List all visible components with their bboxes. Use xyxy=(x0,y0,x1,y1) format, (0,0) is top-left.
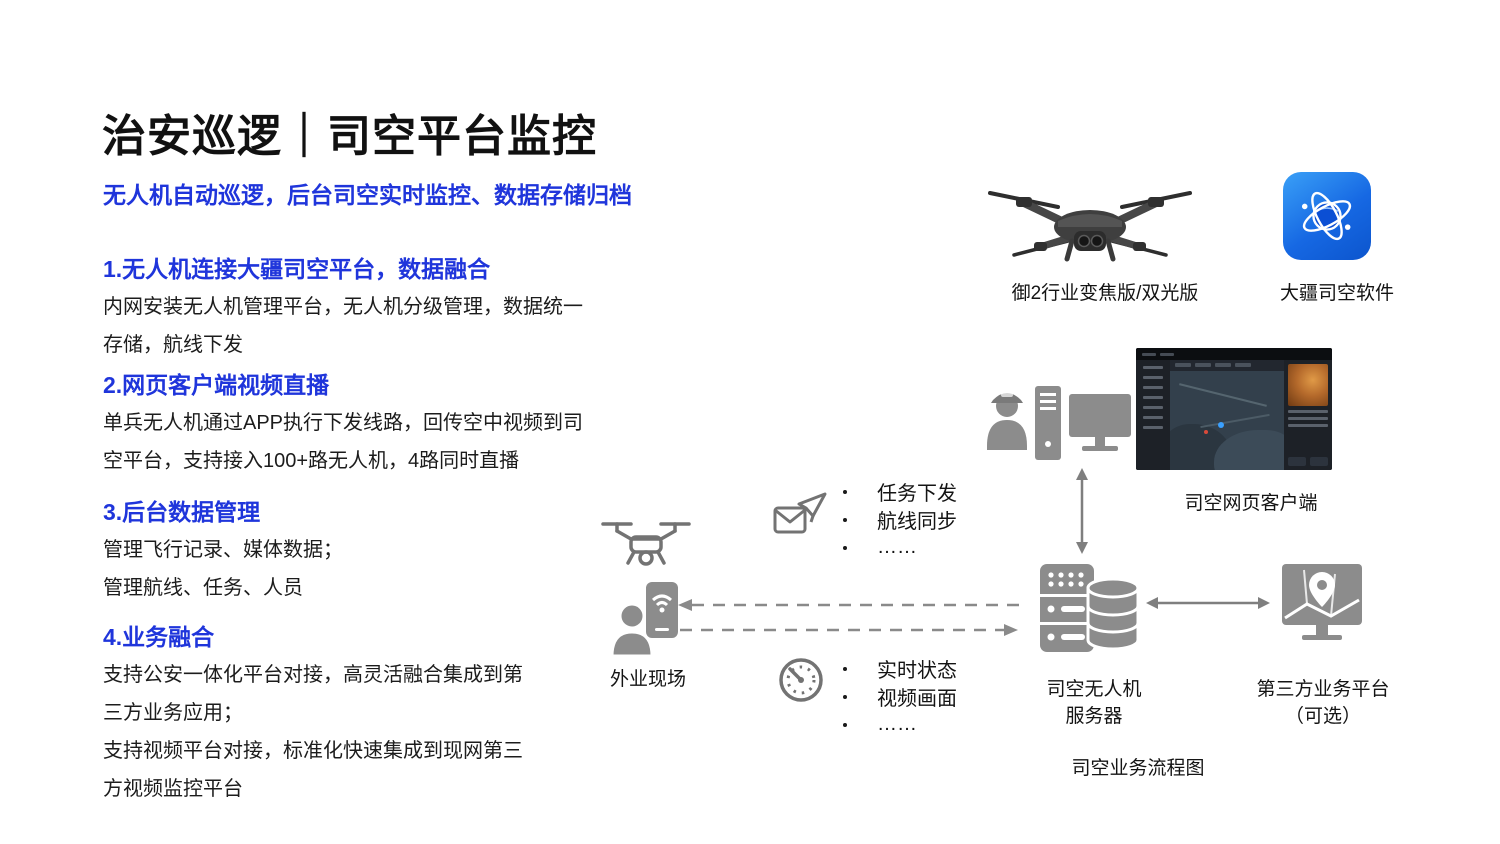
page-subtitle: 无人机自动巡逻，后台司空实时监控、数据存储归档 xyxy=(103,182,632,208)
arrow-downlink-dashed xyxy=(678,598,1030,617)
bullet-dot xyxy=(843,722,847,727)
list-item: …… xyxy=(843,713,957,735)
app-label: 大疆司空软件 xyxy=(1279,283,1394,304)
list-item: 航线同步 xyxy=(843,509,957,533)
gauge-icon xyxy=(777,656,825,704)
bullet-dot xyxy=(843,489,847,494)
flighthub-screenshot xyxy=(1136,348,1332,470)
section-3-heading: 3.后台数据管理 xyxy=(103,499,261,525)
paper-plane-icon xyxy=(773,490,827,540)
page-title: 治安巡逻｜司空平台监控 xyxy=(102,112,597,161)
bullet-dot xyxy=(843,517,847,522)
flighthub-app-icon xyxy=(1283,172,1371,260)
bullet-dot xyxy=(843,545,847,550)
arrow-server-thirdparty xyxy=(1146,594,1270,617)
screenshot-map xyxy=(1170,360,1284,470)
downlink-list: 实时状态 视频画面 …… xyxy=(843,658,957,735)
section-4-body: 支持公安一体化平台对接，高灵活融合集成到第 三方业务应用； 支持视频平台对接，标… xyxy=(103,664,523,800)
downlink-item-1: 实时状态 xyxy=(877,660,957,682)
arrow-uplink-dashed xyxy=(678,623,1018,642)
screenshot-camera-feed xyxy=(1288,364,1328,406)
section-4-heading: 4.业务融合 xyxy=(103,624,215,650)
downlink-item-2: 视频画面 xyxy=(877,688,957,710)
section-2-heading: 2.网页客户端视频直播 xyxy=(103,372,330,398)
list-item: …… xyxy=(843,536,957,558)
field-label: 外业现场 xyxy=(609,669,686,690)
drone-photo xyxy=(978,165,1202,277)
screenshot-titlebar xyxy=(1136,348,1332,360)
downlink-item-3: …… xyxy=(877,713,917,735)
list-item: 实时状态 xyxy=(843,658,957,682)
field-operator-icon xyxy=(610,576,688,658)
globe-orbit-icon xyxy=(1301,191,1352,241)
uplink-item-1: 任务下发 xyxy=(877,483,957,505)
field-drone-icon xyxy=(600,516,692,574)
server-label: 司空无人机 服务器 xyxy=(1046,679,1142,727)
screenshot-sidebar xyxy=(1136,360,1170,470)
uplink-item-2: 航线同步 xyxy=(877,511,957,533)
uplink-list: 任务下发 航线同步 …… xyxy=(843,481,957,558)
drone-label: 御2行业变焦版/双光版 xyxy=(1011,283,1199,304)
section-1-body: 内网安装无人机管理平台，无人机分级管理，数据统一 存储，航线下发 xyxy=(103,296,583,356)
arrow-server-operator xyxy=(1073,468,1091,559)
operator-workstation-icon xyxy=(985,380,1135,470)
diagram-caption: 司空业务流程图 xyxy=(1071,758,1205,779)
bullet-dot xyxy=(843,694,847,699)
list-item: 视频画面 xyxy=(843,686,957,710)
section-1-heading: 1.无人机连接大疆司空平台，数据融合 xyxy=(103,256,491,282)
web-client-label: 司空网页客户端 xyxy=(1184,493,1318,514)
server-icon xyxy=(1038,558,1140,655)
section-3-body: 管理飞行记录、媒体数据； 管理航线、任务、人员 xyxy=(103,539,343,599)
third-party-label: 第三方业务平台 （可选） xyxy=(1256,679,1390,727)
list-item: 任务下发 xyxy=(843,481,957,505)
screenshot-panel xyxy=(1284,360,1332,470)
bullet-dot xyxy=(843,666,847,671)
third-party-platform-icon xyxy=(1279,562,1365,654)
section-2-body: 单兵无人机通过APP执行下发线路，回传空中视频到司 空平台，支持接入100+路无… xyxy=(103,412,584,472)
uplink-item-3: …… xyxy=(877,536,917,558)
